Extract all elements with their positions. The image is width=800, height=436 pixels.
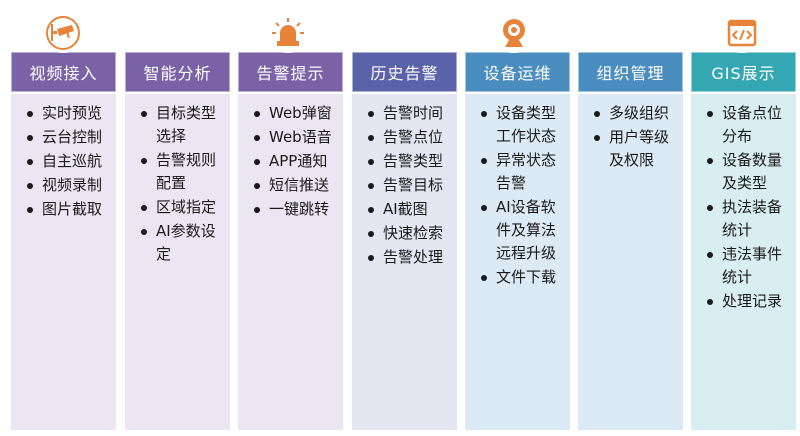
feature-list: 设备点位分布 设备数量及类型 执法装备统计 违法事件统计 处理记录 [705,102,792,313]
list-item: 告警处理 [366,246,453,269]
column-header: 设备运维 [465,52,570,92]
list-item: AI设备软件及算法远程升级 [479,196,566,265]
column-org-management: 组织管理 多级组织 用户等级及权限 [578,52,683,430]
column-header: GIS展示 [691,52,796,92]
column-header: 视频接入 [11,52,116,92]
list-item: 多级组织 [592,102,679,125]
list-item: AI参数设定 [139,220,226,266]
column-body: 目标类型选择 告警规则配置 区域指定 AI参数设定 [125,94,230,430]
column-body: 实时预览 云台控制 自主巡航 视频录制 图片截取 [11,94,116,430]
list-item: 一键跳转 [252,198,339,221]
feature-list: 目标类型选择 告警规则配置 区域指定 AI参数设定 [139,102,226,266]
list-item: Web弹窗 [252,102,339,125]
column-alarm-history: 历史告警 告警时间 告警点位 告警类型 告警目标 AI截图 快速检索 告警处理 [352,52,457,430]
list-item: 区域指定 [139,196,226,219]
column-alarm-prompt: 告警提示 Web弹窗 Web语音 APP通知 短信推送 一键跳转 [238,52,343,430]
list-item: 设备类型工作状态 [479,102,566,148]
column-video-access: 视频接入 实时预览 云台控制 自主巡航 视频录制 图片截取 [11,52,116,430]
list-item: 目标类型选择 [139,102,226,148]
column-body: Web弹窗 Web语音 APP通知 短信推送 一键跳转 [238,94,343,430]
list-item: 告警时间 [366,102,453,125]
feature-list: 多级组织 用户等级及权限 [592,102,679,172]
column-body: 告警时间 告警点位 告警类型 告警目标 AI截图 快速检索 告警处理 [352,94,457,430]
list-item: 设备点位分布 [705,102,792,148]
list-item: 异常状态告警 [479,149,566,195]
list-item: 文件下载 [479,266,566,289]
list-item: 设备数量及类型 [705,149,792,195]
feature-list: 实时预览 云台控制 自主巡航 视频录制 图片截取 [25,102,112,221]
list-item: 执法装备统计 [705,196,792,242]
list-item: 告警目标 [366,174,453,197]
list-item: 处理记录 [705,290,792,313]
list-item: 快速检索 [366,222,453,245]
list-item: 告警规则配置 [139,149,226,195]
list-item: 用户等级及权限 [592,126,679,172]
list-item: AI截图 [366,198,453,221]
feature-list: 告警时间 告警点位 告警类型 告警目标 AI截图 快速检索 告警处理 [366,102,453,269]
camera-icon [43,13,83,53]
list-item: 图片截取 [25,198,112,221]
list-item: 短信推送 [252,174,339,197]
list-item: 视频录制 [25,174,112,197]
feature-list: Web弹窗 Web语音 APP通知 短信推送 一键跳转 [252,102,339,221]
column-smart-analysis: 智能分析 目标类型选择 告警规则配置 区域指定 AI参数设定 [125,52,230,430]
list-item: 违法事件统计 [705,243,792,289]
list-item: 实时预览 [25,102,112,125]
feature-list: 设备类型工作状态 异常状态告警 AI设备软件及算法远程升级 文件下载 [479,102,566,289]
column-body: 设备点位分布 设备数量及类型 执法装备统计 违法事件统计 处理记录 [691,94,796,430]
column-device-ops: 设备运维 设备类型工作状态 异常状态告警 AI设备软件及算法远程升级 文件下载 [465,52,570,430]
column-header: 告警提示 [238,52,343,92]
column-header: 智能分析 [125,52,230,92]
alarm-light-icon [268,13,308,53]
column-header: 历史告警 [352,52,457,92]
code-window-icon [722,13,762,53]
column-body: 设备类型工作状态 异常状态告警 AI设备软件及算法远程升级 文件下载 [465,94,570,430]
column-header: 组织管理 [578,52,683,92]
list-item: 告警类型 [366,150,453,173]
list-item: APP通知 [252,150,339,173]
list-item: 云台控制 [25,126,112,149]
list-item: 告警点位 [366,126,453,149]
list-item: Web语音 [252,126,339,149]
list-item: 自主巡航 [25,150,112,173]
webcam-icon [494,13,534,53]
column-gis-display: GIS展示 设备点位分布 设备数量及类型 执法装备统计 违法事件统计 处理记录 [691,52,796,430]
column-body: 多级组织 用户等级及权限 [578,94,683,430]
